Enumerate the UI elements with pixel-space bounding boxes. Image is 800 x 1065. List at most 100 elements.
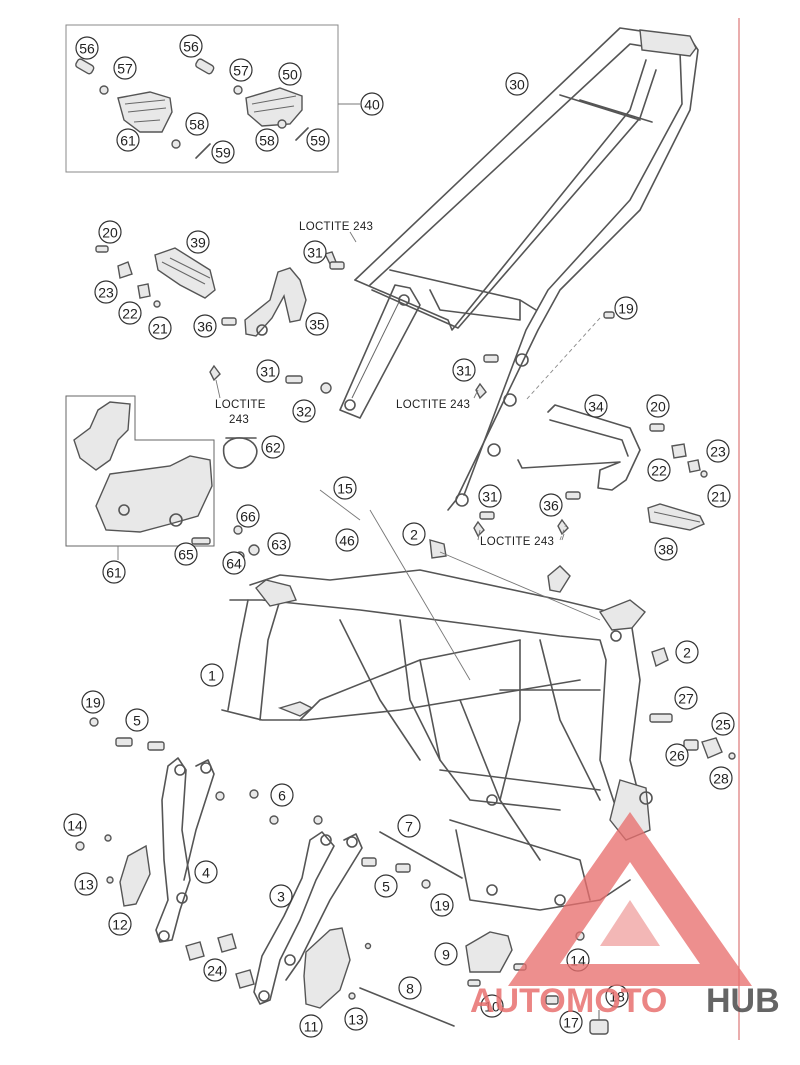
callout-circle xyxy=(333,476,357,500)
callout-circle xyxy=(374,874,398,898)
callout-circle xyxy=(186,230,210,254)
callout-number: 25 xyxy=(715,717,731,733)
callout-number: 12 xyxy=(112,917,128,933)
callout-circle xyxy=(94,280,118,304)
callout-circle xyxy=(174,542,198,566)
callout-circle xyxy=(480,994,504,1018)
callout-circle xyxy=(665,743,689,767)
leader-lines xyxy=(319,489,601,681)
callout-c23a: 23 xyxy=(94,280,118,304)
callout-number: 11 xyxy=(304,1019,319,1035)
callout-number: 14 xyxy=(67,818,83,834)
callout-c6: 6 xyxy=(270,783,294,807)
footpeg-right-icon xyxy=(195,58,309,141)
passenger-footrest-right-icon xyxy=(473,311,708,538)
callout-c18: 18 xyxy=(605,984,629,1008)
callout-c5a: 5 xyxy=(125,708,149,732)
callout-circle xyxy=(270,783,294,807)
callout-c15: 15 xyxy=(333,476,357,500)
callout-c12: 12 xyxy=(108,912,132,936)
passenger-footrest-left-icon xyxy=(95,245,345,394)
callout-number: 18 xyxy=(609,989,625,1005)
callout-c57b: 57 xyxy=(229,58,253,82)
callout-c26: 26 xyxy=(665,743,689,767)
callout-number: 62 xyxy=(265,440,281,456)
watermark-logo: AUTO MOTO HUB xyxy=(470,812,780,1020)
callout-c59a: 59 xyxy=(211,140,235,164)
callout-number: 9 xyxy=(442,947,450,963)
callout-circle xyxy=(706,439,730,463)
callout-circle xyxy=(229,58,253,82)
lower-bracket-hardware-icon xyxy=(465,931,609,1035)
callout-c36b: 36 xyxy=(539,493,563,517)
callout-number: 66 xyxy=(240,509,256,525)
callout-number: 22 xyxy=(651,463,667,479)
callout-c24: 24 xyxy=(203,958,227,982)
callout-c28: 28 xyxy=(709,766,733,790)
loctite-note-left-number: 243 xyxy=(229,414,249,426)
callout-circle xyxy=(278,62,302,86)
callout-c30: 30 xyxy=(505,72,529,96)
callout-circle xyxy=(505,72,529,96)
callout-c22a: 22 xyxy=(118,301,142,325)
loctite-note-left: LOCTITE xyxy=(215,399,266,411)
callout-number: 39 xyxy=(190,235,206,251)
callout-circle xyxy=(709,766,733,790)
callout-circle xyxy=(255,128,279,152)
callout-c25: 25 xyxy=(711,712,735,736)
callout-c1: 1 xyxy=(200,663,224,687)
callout-circle xyxy=(200,663,224,687)
callout-c4: 4 xyxy=(194,860,218,884)
callout-c62: 62 xyxy=(261,435,285,459)
callout-c65: 65 xyxy=(174,542,198,566)
callout-circle xyxy=(75,36,99,60)
callout-circle xyxy=(305,312,329,336)
callout-number: 24 xyxy=(207,963,223,979)
callout-c20a: 20 xyxy=(98,220,122,244)
callout-number: 13 xyxy=(348,1012,364,1028)
callout-circle xyxy=(102,560,126,584)
callout-c63: 63 xyxy=(267,532,291,556)
callout-circle xyxy=(539,493,563,517)
engine-mount-right-icon xyxy=(253,831,463,1027)
callout-circle xyxy=(203,958,227,982)
callout-circle xyxy=(430,893,454,917)
callout-number: 31 xyxy=(482,489,498,505)
callout-number: 5 xyxy=(382,879,390,895)
callout-number: 6 xyxy=(278,788,286,804)
rear-subframe-icon xyxy=(339,27,699,511)
callout-circle xyxy=(654,537,678,561)
callout-number: 22 xyxy=(122,306,138,322)
callout-number: 31 xyxy=(307,245,323,261)
callout-circle xyxy=(402,522,426,546)
callout-number: 27 xyxy=(678,691,694,707)
callout-c9: 9 xyxy=(434,942,458,966)
callout-circle xyxy=(360,92,384,116)
callout-c31b: 31 xyxy=(256,359,280,383)
callout-circle xyxy=(292,399,316,423)
callout-circle xyxy=(261,435,285,459)
callout-circle xyxy=(299,1014,323,1038)
callout-circle xyxy=(335,528,359,552)
callout-number: 36 xyxy=(197,319,213,335)
callout-number: 8 xyxy=(406,981,414,997)
watermark-auto: AUTO xyxy=(470,982,566,1020)
callout-c27: 27 xyxy=(674,686,698,710)
callout-circle xyxy=(113,56,137,80)
callout-c13a: 13 xyxy=(74,872,98,896)
callout-number: 40 xyxy=(364,97,380,113)
callout-circle xyxy=(675,640,699,664)
callout-number: 61 xyxy=(120,133,136,149)
callout-number: 23 xyxy=(710,444,726,460)
callout-c58a: 58 xyxy=(185,112,209,136)
callout-number: 7 xyxy=(405,819,413,835)
callout-number: 46 xyxy=(339,533,355,549)
callout-c3: 3 xyxy=(269,884,293,908)
callout-number: 38 xyxy=(658,542,674,558)
callout-number: 2 xyxy=(410,527,418,543)
callout-number: 13 xyxy=(78,877,94,893)
callout-number: 35 xyxy=(309,317,325,333)
watermark-triangle-icon xyxy=(508,812,752,986)
callout-number: 15 xyxy=(337,481,353,497)
callout-number: 65 xyxy=(178,547,194,563)
